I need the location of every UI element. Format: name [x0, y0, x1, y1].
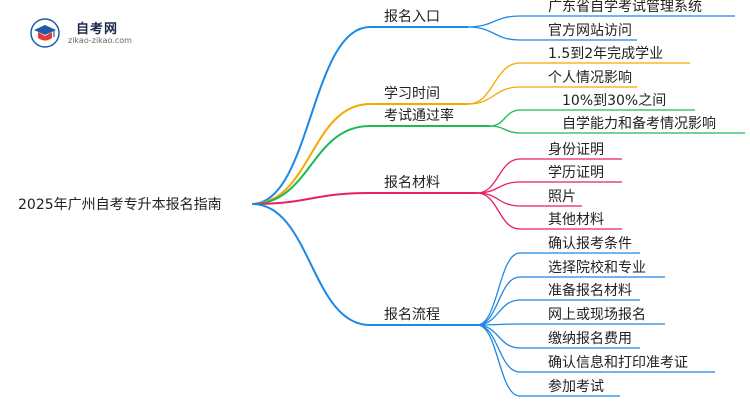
child-connector — [476, 158, 521, 194]
root-topic: 2025年广州自考专升本报名指南 — [18, 197, 222, 213]
branch-5[interactable]: 报名流程 确认报考条件选择院校和专业准备报名材料网上或现场报名缴纳报名费用确认信息… — [251, 203, 715, 397]
child-label: 1.5到2年完成学业 — [548, 46, 663, 62]
logo-url: zikao-zikao.com — [68, 36, 132, 45]
branch-label: 考试通过率 — [384, 107, 454, 124]
child-label: 身份证明 — [548, 142, 604, 158]
branch-connector — [251, 125, 371, 205]
child-connector — [489, 109, 521, 127]
child-connector — [476, 324, 521, 373]
child-connector — [467, 86, 521, 105]
graduation-cap-icon — [30, 18, 60, 48]
child-label: 其他材料 — [548, 212, 604, 228]
branch-connector — [251, 26, 371, 205]
child-label: 官方网站访问 — [548, 23, 632, 39]
child-connector — [467, 62, 521, 105]
child-label: 广东省自学考试管理系统 — [548, 0, 702, 15]
child-label: 网上或现场报名 — [548, 307, 646, 323]
child-connector — [476, 324, 521, 397]
logo-title: 自考网 — [76, 22, 119, 37]
child-label: 缴纳报名费用 — [548, 331, 632, 347]
branch-label: 学习时间 — [384, 86, 440, 102]
child-label: 照片 — [548, 189, 576, 205]
child-label: 参加考试 — [548, 378, 604, 395]
child-label: 确认信息和打印准考证 — [548, 354, 688, 371]
branch-label: 报名流程 — [384, 307, 440, 323]
child-label: 10%到30%之间 — [562, 93, 666, 109]
child-label: 确认报考条件 — [548, 235, 632, 252]
child-connector — [476, 324, 521, 349]
child-label: 准备报名材料 — [548, 282, 632, 299]
branch-label: 报名入口 — [384, 9, 440, 25]
site-logo[interactable]: 自考网 zikao-zikao.com — [30, 16, 160, 50]
child-connector — [467, 26, 521, 41]
child-connector — [476, 192, 521, 230]
branch-connector — [251, 192, 371, 205]
branch-connector — [251, 103, 371, 205]
branch-connector — [251, 203, 371, 326]
child-connector — [489, 125, 521, 134]
child-label: 选择院校和专业 — [548, 259, 646, 276]
child-connector — [476, 252, 521, 326]
child-label: 个人情况影响 — [548, 70, 632, 86]
child-connector — [476, 299, 521, 326]
child-label: 自学能力和备考情况影响 — [562, 115, 716, 132]
child-label: 学历证明 — [548, 165, 604, 181]
branch-label: 报名材料 — [384, 175, 440, 191]
child-connector — [467, 15, 521, 28]
